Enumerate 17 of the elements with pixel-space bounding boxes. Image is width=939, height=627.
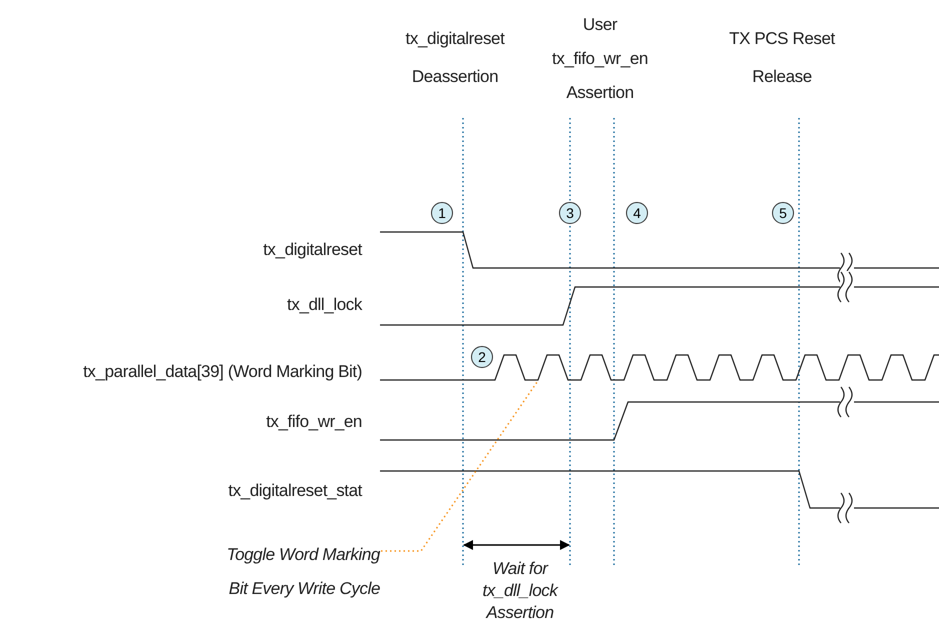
callout-number: 4 <box>626 202 648 224</box>
signal-name: tx_parallel_data[39] (Word Marking Bit) <box>82 362 362 382</box>
leader-line <box>381 380 538 552</box>
signal-name: tx_dll_lock <box>286 295 362 315</box>
callout-number: 1 <box>431 202 453 224</box>
signal-name: tx_digitalreset <box>262 240 362 260</box>
callout-number: 2 <box>471 346 493 368</box>
signal-waveform <box>380 354 939 381</box>
signal-name: tx_fifo_wr_en <box>265 412 362 432</box>
callout-number: 5 <box>772 202 794 224</box>
event-heading: TX PCS Reset Release <box>728 28 836 88</box>
callout-number: 3 <box>559 202 581 224</box>
event-heading: tx_digitalreset Deassertion <box>404 28 506 88</box>
annotation-note: Toggle Word Marking Bit Every Write Cycle <box>215 538 380 606</box>
event-heading: User tx_fifo_wr_en Assertion <box>551 14 649 104</box>
dimension-label: Wait for tx_dll_lock Assertion <box>482 558 560 624</box>
signal-name: tx_digitalreset_stat <box>227 481 362 501</box>
